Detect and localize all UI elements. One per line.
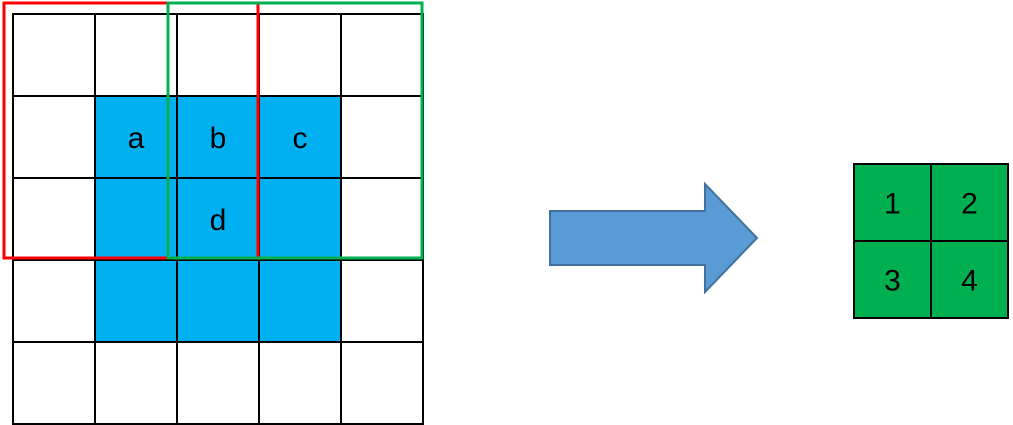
output-grid: 1 2 3 4 — [853, 163, 1009, 319]
red-window — [2, 1, 260, 260]
grid-cell — [12, 259, 96, 343]
grid-cell-filled — [258, 259, 342, 343]
cell-label-a: a — [128, 122, 145, 155]
grid-cell — [340, 13, 424, 97]
sliding-windows — [2, 1, 424, 260]
grid-cell — [176, 13, 260, 97]
grid-cell-filled — [258, 177, 342, 261]
arrow-shape — [549, 181, 759, 295]
output-label-2: 2 — [961, 188, 978, 221]
grid-cell — [340, 177, 424, 261]
output-cell — [930, 240, 1009, 319]
grid-cell — [12, 13, 96, 97]
grid-cell — [176, 341, 260, 425]
grid-cell-filled — [176, 259, 260, 343]
grid-cell — [12, 177, 96, 261]
grid-cell — [258, 341, 342, 425]
grid-cell — [340, 341, 424, 425]
grid-cell-filled — [176, 95, 260, 179]
grid-cell-filled — [94, 95, 178, 179]
grid-cell — [94, 13, 178, 97]
grid-cell — [340, 95, 424, 179]
green-window — [166, 1, 424, 260]
output-label-3: 3 — [884, 265, 901, 298]
cell-label-b: b — [210, 122, 227, 155]
grid-cell — [12, 95, 96, 179]
grid-cell — [340, 259, 424, 343]
grid-cell-filled — [94, 177, 178, 261]
grid-cell — [258, 13, 342, 97]
cell-label-d: d — [210, 204, 227, 237]
output-cell — [930, 163, 1009, 242]
right-arrow-icon — [549, 181, 759, 295]
grid-cell-filled — [94, 259, 178, 343]
output-label-1: 1 — [884, 188, 901, 221]
input-grid: a b c d — [12, 13, 424, 425]
output-cell — [853, 240, 932, 319]
grid-cell — [94, 341, 178, 425]
output-label-4: 4 — [961, 265, 978, 298]
cell-label-c: c — [293, 122, 308, 155]
grid-cell — [12, 341, 96, 425]
